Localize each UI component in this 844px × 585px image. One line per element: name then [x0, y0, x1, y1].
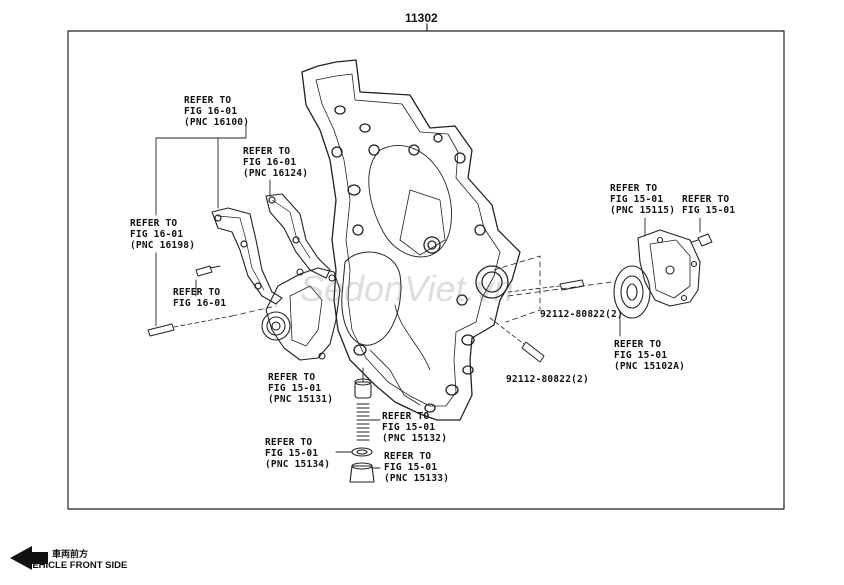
label-stud-upper: 92112-80822(2)	[540, 309, 623, 320]
label-pnc-15131: REFER TO FIG 15-01 (PNC 15131)	[268, 372, 334, 405]
bolt-16-01	[195, 265, 221, 277]
water-pump	[261, 267, 341, 361]
stud-left	[147, 315, 233, 337]
relief-valve	[349, 378, 375, 483]
label-pnc-16198: REFER TO FIG 16-01 (PNC 16198)	[130, 218, 196, 251]
stud-lower	[489, 317, 545, 363]
label-pnc-15132: REFER TO FIG 15-01 (PNC 15132)	[382, 411, 448, 444]
label-fig-15-01-bolt: REFER TO FIG 15-01	[682, 194, 736, 216]
bolt-15-01	[691, 233, 713, 247]
direction-japanese: 車両前方	[52, 550, 89, 560]
assembly-number: 11302	[405, 11, 438, 25]
label-stud-lower: 92112-80822(2)	[506, 374, 589, 385]
label-pnc-16100: REFER TO FIG 16-01 (PNC 16100)	[184, 95, 250, 128]
assembly-frame	[67, 30, 785, 510]
label-pnc-15133: REFER TO FIG 15-01 (PNC 15133)	[384, 451, 450, 484]
gasket-16100	[211, 207, 283, 305]
label-pnc-16124: REFER TO FIG 16-01 (PNC 16124)	[243, 146, 309, 179]
label-pnc-15134: REFER TO FIG 15-01 (PNC 15134)	[265, 437, 331, 470]
timing-cover	[301, 59, 521, 421]
leader-lines	[155, 125, 701, 469]
oil-pump	[613, 229, 701, 319]
label-pnc-15115: REFER TO FIG 15-01 (PNC 15115)	[610, 183, 676, 216]
gasket-16124	[265, 193, 331, 279]
label-pnc-15102a: REFER TO FIG 15-01 (PNC 15102A)	[614, 339, 686, 372]
direction-english: VEHICLE FRONT SIDE	[26, 560, 128, 571]
label-fig-16-01-bolt: REFER TO FIG 16-01	[173, 287, 227, 309]
watermark: SedonViet.vn	[300, 268, 514, 309]
stud-upper	[507, 279, 585, 293]
front-arrow	[10, 546, 48, 570]
alignment-lines	[231, 255, 613, 323]
gasket-16100-inner	[217, 215, 265, 291]
